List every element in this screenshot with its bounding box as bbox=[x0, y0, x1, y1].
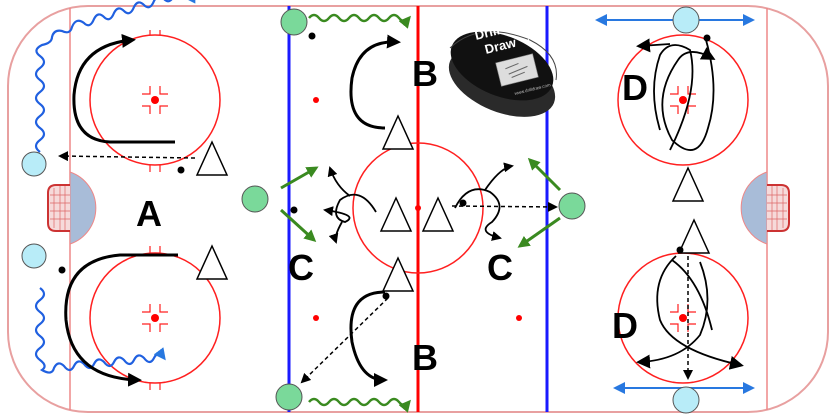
skating-path-wavy bbox=[34, 287, 166, 374]
station-label-d: D bbox=[612, 305, 638, 346]
station-label-b: B bbox=[412, 337, 438, 378]
drill-draw-logo: Drill Draw ™ www.drilldraw.com bbox=[448, 22, 557, 117]
left-crease bbox=[69, 171, 97, 245]
skating-path bbox=[671, 259, 713, 331]
faceoff-circle bbox=[89, 34, 221, 166]
hash-marks bbox=[142, 30, 696, 390]
skating-path bbox=[653, 44, 694, 151]
puck-icon bbox=[58, 32, 711, 300]
skating-path-wavy bbox=[308, 397, 411, 413]
triangle-cone-icon bbox=[195, 114, 711, 292]
skating-path-wavy bbox=[34, 0, 196, 153]
skating-path bbox=[661, 39, 716, 151]
skating-path bbox=[636, 38, 671, 53]
circle-player-icon bbox=[21, 6, 700, 414]
skating-path bbox=[656, 255, 744, 370]
station-label-c: C bbox=[288, 247, 314, 288]
skating-path bbox=[72, 33, 175, 144]
pass-path bbox=[527, 157, 562, 192]
station-label-d: D bbox=[622, 67, 648, 108]
svg-text:™: ™ bbox=[523, 38, 531, 46]
center-circle bbox=[352, 142, 484, 274]
skating-path bbox=[64, 253, 178, 387]
skating-path bbox=[327, 166, 351, 197]
svg-text:Drill: Drill bbox=[473, 22, 501, 43]
skating-path-wavy bbox=[308, 13, 411, 29]
pass-path bbox=[517, 216, 561, 248]
left-net-icon bbox=[47, 184, 70, 232]
skating-path bbox=[323, 193, 377, 223]
pass-path bbox=[451, 201, 558, 212]
skating-path bbox=[484, 162, 514, 191]
right-net-icon bbox=[767, 184, 790, 232]
faceoff-circle bbox=[617, 34, 749, 166]
pass-path bbox=[279, 208, 317, 243]
right-crease bbox=[740, 171, 768, 245]
faceoff-circle bbox=[89, 252, 221, 384]
skating-path bbox=[328, 221, 343, 244]
pass-path bbox=[300, 297, 389, 384]
skating-path bbox=[349, 34, 401, 130]
station-label-a: A bbox=[136, 193, 162, 234]
station-label-c: C bbox=[487, 247, 513, 288]
skating-path bbox=[454, 188, 502, 241]
pass-path bbox=[280, 166, 319, 190]
station-label-b: B bbox=[412, 53, 438, 94]
skating-path bbox=[349, 290, 388, 387]
skating-path bbox=[636, 261, 709, 369]
pass-path bbox=[58, 151, 196, 162]
